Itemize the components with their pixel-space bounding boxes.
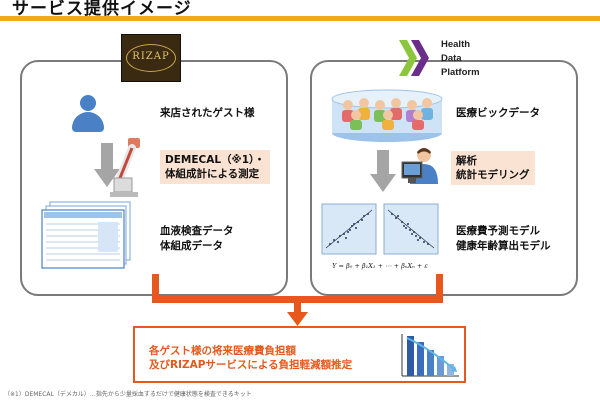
result-line1: 各ゲスト様の将来医療費負担額 (149, 345, 296, 357)
hdp-logo-line2: Data (441, 53, 462, 64)
report-sheets-icon (41, 201, 131, 269)
result-box: 各ゲスト様の将来医療費負担額 及びRIZAPサービスによる負担軽減額推定 (133, 326, 466, 383)
result-line2: 及びRIZAPサービスによる負担軽減額推定 (149, 359, 353, 371)
hdp-logo-text: Health Data Platform (441, 38, 480, 80)
page-title: サービス提供イメージ (12, 0, 192, 19)
down-arrow-icon (94, 143, 120, 187)
blood-data-line1: 血液検査データ (160, 225, 234, 237)
blood-data-line2: 体組成データ (160, 240, 223, 252)
declining-bar-chart-icon (401, 334, 459, 377)
result-text: 各ゲスト様の将来医療費負担額 及びRIZAPサービスによる負担軽減額推定 (149, 344, 352, 372)
down-arrow-icon (370, 150, 396, 192)
regression-formula: Y = β₀ + β₁X₁ + ⋯ + βₙXₙ + ε (332, 262, 428, 270)
measuring-device-icon (110, 138, 140, 197)
rizap-logo-text: RIZAP (132, 51, 170, 62)
analysis-label-line2: 統計モデリング (456, 169, 530, 181)
footnote: （※1）DEMECAL（デメカル）…指先から少量採血するだけで健康状態を検査でき… (4, 391, 252, 398)
measure-label-line2: 体組成計による測定 (165, 168, 260, 180)
blood-data-label: 血液検査データ 体組成データ (160, 224, 234, 254)
title-underline (0, 16, 600, 21)
scatter-plot-icon: Y = β₀ + β₁X₁ + ⋯ + βₙXₙ + ε (318, 200, 442, 274)
analysis-label-line1: 解析 (456, 155, 477, 167)
rizap-logo: RIZAP (121, 34, 181, 82)
measure-label: DEMECAL（※1）・ 体組成計による測定 (160, 150, 270, 184)
model-label: 医療費予測モデル 健康年齢算出モデル (456, 224, 551, 254)
hdp-logo-line1: Health (441, 39, 471, 50)
measure-label-line1: DEMECAL（※1）・ (165, 154, 265, 166)
hdp-logo-line3: Platform (441, 67, 480, 78)
analyst-computer-icon (401, 148, 438, 184)
bigdata-label: 医療ビックデータ (456, 107, 540, 119)
analysis-label: 解析 統計モデリング (451, 151, 535, 185)
guest-label: 来店されたゲスト様 (160, 107, 255, 119)
hdp-logo-icon (399, 40, 429, 76)
model-label-line1: 医療費予測モデル (456, 225, 540, 237)
crowd-cylinder-icon (331, 89, 443, 142)
model-label-line2: 健康年齢算出モデル (456, 240, 551, 252)
